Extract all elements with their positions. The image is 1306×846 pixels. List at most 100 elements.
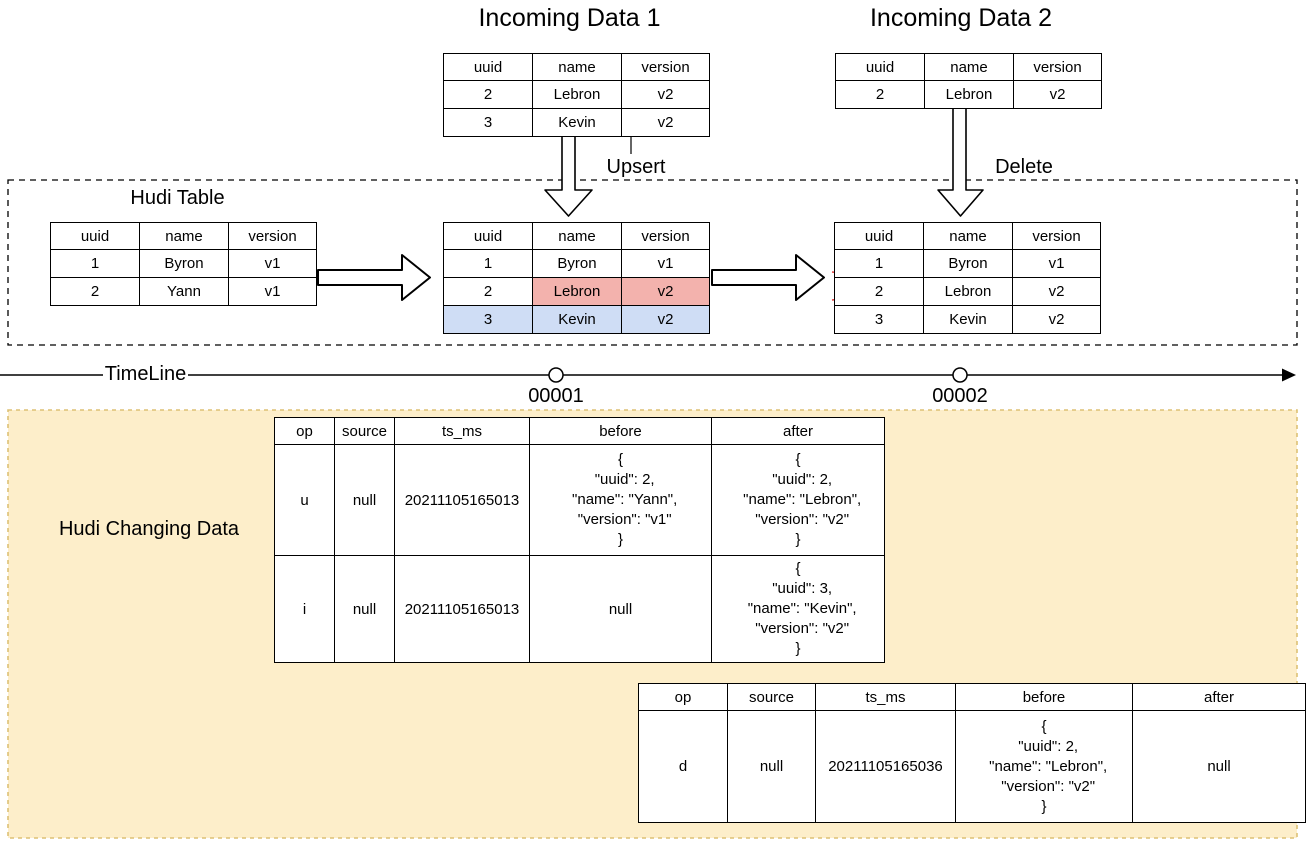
table-cell: Kevin bbox=[532, 108, 622, 137]
table-cell: Lebron bbox=[923, 277, 1013, 306]
table-cell: v1 bbox=[228, 249, 317, 278]
column-header: after bbox=[711, 417, 885, 445]
table-cell: v1 bbox=[228, 277, 317, 306]
table-cell: null bbox=[1132, 710, 1306, 823]
table-cell: null bbox=[334, 555, 395, 663]
column-header: version bbox=[621, 222, 710, 250]
column-header: name bbox=[139, 222, 229, 250]
delete-label: Delete bbox=[995, 156, 1053, 178]
table-cell: null bbox=[529, 555, 712, 663]
table-cell: { "uuid": 2, "name": "Lebron", "version"… bbox=[955, 710, 1133, 823]
commit2-label: 00002 bbox=[932, 385, 988, 407]
column-header: version bbox=[621, 53, 710, 81]
table-cell: v2 bbox=[1012, 305, 1101, 334]
column-header: before bbox=[529, 417, 712, 445]
table-cell: { "uuid": 3, "name": "Kevin", "version":… bbox=[711, 555, 885, 663]
table-cell: 1 bbox=[834, 249, 924, 278]
table-cell: 20211105165013 bbox=[394, 444, 530, 556]
commit1-label: 00001 bbox=[528, 385, 584, 407]
column-header: version bbox=[228, 222, 317, 250]
table-cell: 2 bbox=[50, 277, 140, 306]
table-cell: Lebron bbox=[532, 80, 622, 109]
column-header: ts_ms bbox=[815, 683, 956, 711]
column-header: ts_ms bbox=[394, 417, 530, 445]
table-cell: v1 bbox=[1012, 249, 1101, 278]
table-cell: Byron bbox=[923, 249, 1013, 278]
table-cell: { "uuid": 2, "name": "Lebron", "version"… bbox=[711, 444, 885, 556]
table-cell: 2 bbox=[443, 277, 533, 306]
table-cell: 3 bbox=[834, 305, 924, 334]
table-cell: 20211105165036 bbox=[815, 710, 956, 823]
table-cell: v1 bbox=[621, 249, 710, 278]
column-header: name bbox=[924, 53, 1014, 81]
table-cell: 1 bbox=[50, 249, 140, 278]
table-cell: Kevin bbox=[923, 305, 1013, 334]
column-header: uuid bbox=[835, 53, 925, 81]
column-header: name bbox=[532, 222, 622, 250]
table-cell: Byron bbox=[139, 249, 229, 278]
table-cell: v2 bbox=[1012, 277, 1101, 306]
table-cell: Byron bbox=[532, 249, 622, 278]
column-header: version bbox=[1012, 222, 1101, 250]
table-cell: 1 bbox=[443, 249, 533, 278]
table-cell: v2 bbox=[621, 277, 710, 306]
table-cell: 3 bbox=[443, 108, 533, 137]
column-header: version bbox=[1013, 53, 1102, 81]
transition-arrow-2-icon bbox=[711, 254, 825, 301]
table-cell: null bbox=[727, 710, 816, 823]
table-cell: d bbox=[638, 710, 728, 823]
timeline-arrowhead-icon bbox=[1282, 368, 1296, 382]
table-cell: { "uuid": 2, "name": "Yann", "version": … bbox=[529, 444, 712, 556]
table-cell: i bbox=[274, 555, 335, 663]
table-cell: Lebron bbox=[924, 80, 1014, 109]
table-cell: 20211105165013 bbox=[394, 555, 530, 663]
column-header: name bbox=[532, 53, 622, 81]
table-cell: Kevin bbox=[532, 305, 622, 334]
column-header: op bbox=[638, 683, 728, 711]
table-cell: u bbox=[274, 444, 335, 556]
table-cell: 3 bbox=[443, 305, 533, 334]
column-header: source bbox=[727, 683, 816, 711]
table-cell: v2 bbox=[621, 80, 710, 109]
timeline-label: TimeLine bbox=[104, 363, 187, 385]
table-cell: Lebron bbox=[532, 277, 622, 306]
hudi-changing-data-title: Hudi Changing Data bbox=[58, 518, 240, 540]
commit1-marker-icon bbox=[548, 367, 564, 383]
table-cell: v2 bbox=[621, 305, 710, 334]
table-cell: 2 bbox=[443, 80, 533, 109]
column-header: uuid bbox=[50, 222, 140, 250]
table-cell: 2 bbox=[834, 277, 924, 306]
column-header: before bbox=[955, 683, 1133, 711]
incoming-data-1-title: Incoming Data 1 bbox=[478, 4, 661, 32]
table-cell: Yann bbox=[139, 277, 229, 306]
transition-arrow-1-icon bbox=[317, 254, 431, 301]
timeline-axis bbox=[0, 367, 1296, 383]
incoming-data-2-title: Incoming Data 2 bbox=[869, 4, 1053, 32]
